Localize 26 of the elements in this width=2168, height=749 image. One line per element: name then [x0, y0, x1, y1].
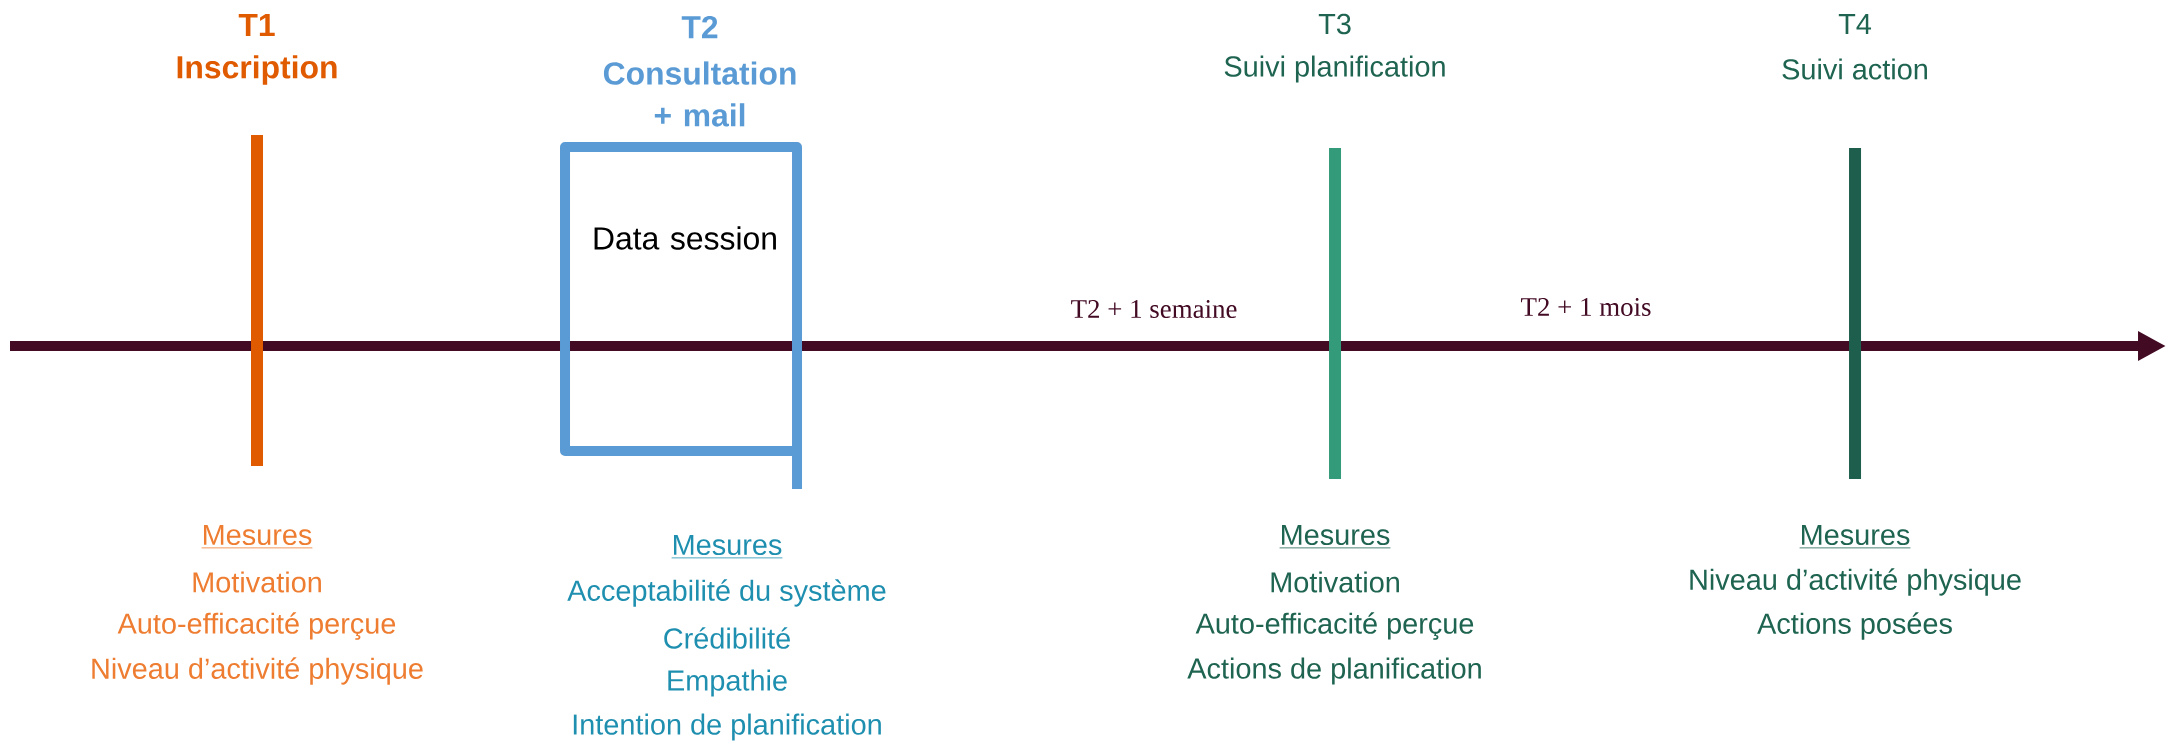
- interval-label: T2 + 1 semaine: [1071, 299, 1237, 319]
- time-label: Inscription: [177, 55, 337, 85]
- interval-label: T2 + 1 mois: [1521, 297, 1651, 317]
- measure-text: Actions posées: [1757, 612, 1952, 640]
- measure-text: Auto-efficacité perçue: [1195, 612, 1474, 640]
- measure-text: Motivation: [1271, 571, 1399, 593]
- measures-heading: Mesures: [1799, 524, 1911, 549]
- measure-text: Suivi action: [1782, 58, 1927, 80]
- measure-text: Crédibilité: [664, 627, 790, 649]
- measure-text: Niveau d’activité physique: [92, 657, 423, 685]
- measure-text: Acceptabilité du système: [567, 579, 886, 607]
- measure-text: Empathie: [668, 669, 787, 697]
- measure-text: Suivi planification: [1224, 55, 1445, 83]
- measure-text: T4: [1838, 14, 1872, 34]
- measures-heading: Mesures: [1279, 524, 1391, 549]
- measure-text: Actions de planification: [1187, 657, 1481, 685]
- measure-text: T3: [1318, 13, 1351, 35]
- time-label: T1: [238, 14, 275, 36]
- measure-text: Niveau d’activité physique: [1690, 568, 2021, 596]
- measure-text: Intention de planification: [573, 713, 881, 741]
- measures-heading: Mesures: [201, 524, 313, 549]
- measure-text: Auto-efficacité perçue: [117, 612, 396, 640]
- measure-text: Motivation: [193, 571, 321, 593]
- measures-heading: Mesures: [671, 534, 783, 559]
- session-box: Data session: [560, 142, 802, 489]
- time-label: T2: [681, 15, 718, 39]
